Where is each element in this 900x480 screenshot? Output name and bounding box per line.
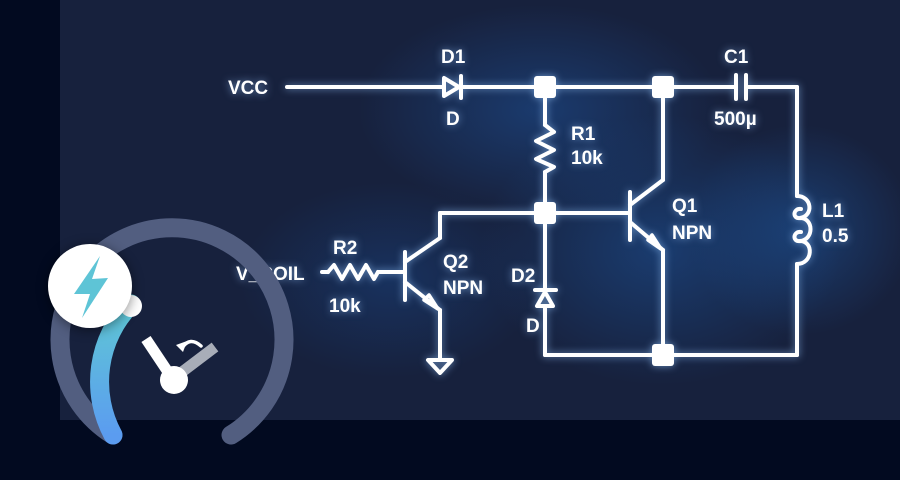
r2-ref-label: R2 bbox=[333, 238, 357, 259]
q2-value-label: NPN bbox=[443, 278, 483, 299]
q1-value-label: NPN bbox=[672, 223, 712, 244]
c1-ref-label: C1 bbox=[724, 47, 749, 68]
schematic-panel bbox=[60, 0, 900, 420]
transistor-q1 bbox=[628, 85, 665, 357]
d1-value-label: D bbox=[446, 109, 460, 130]
resistor-r1 bbox=[534, 85, 556, 215]
inductor-l1 bbox=[792, 194, 813, 266]
r1-ref-label: R1 bbox=[571, 124, 596, 145]
net-label-vcc: VCC bbox=[228, 78, 268, 99]
capacitor-c1 bbox=[734, 73, 748, 101]
r2-value-label: 10k bbox=[329, 296, 361, 317]
junction-node bbox=[652, 76, 674, 98]
r1-value-label: 10k bbox=[571, 148, 603, 169]
junction-node bbox=[534, 76, 556, 98]
junction-node bbox=[652, 344, 674, 366]
lightning-bolt-icon bbox=[74, 256, 108, 318]
d2-value-label: D bbox=[526, 316, 540, 337]
gauge-track bbox=[50, 218, 294, 445]
ghost-needle bbox=[178, 342, 219, 377]
c1-value-label: 500µ bbox=[714, 109, 757, 130]
diode-d2 bbox=[533, 211, 558, 357]
lightning-badge bbox=[48, 244, 132, 328]
rotate-arrow-head bbox=[176, 341, 187, 352]
gauge-fill bbox=[90, 294, 141, 445]
resistor-r2 bbox=[320, 263, 407, 281]
l1-value-label: 0.5 bbox=[822, 226, 849, 247]
l1-ref-label: L1 bbox=[822, 201, 845, 222]
gauge-hub bbox=[160, 366, 188, 394]
d1-ref-label: D1 bbox=[441, 47, 466, 68]
d2-ref-label: D2 bbox=[511, 266, 535, 287]
ground-symbol bbox=[426, 358, 454, 375]
junction-node bbox=[534, 202, 556, 224]
q1-ref-label: Q1 bbox=[672, 196, 698, 217]
q2-ref-label: Q2 bbox=[443, 252, 468, 273]
diode-d1 bbox=[442, 74, 463, 100]
transistor-q2 bbox=[403, 211, 442, 360]
speedometer-icon bbox=[50, 218, 294, 445]
